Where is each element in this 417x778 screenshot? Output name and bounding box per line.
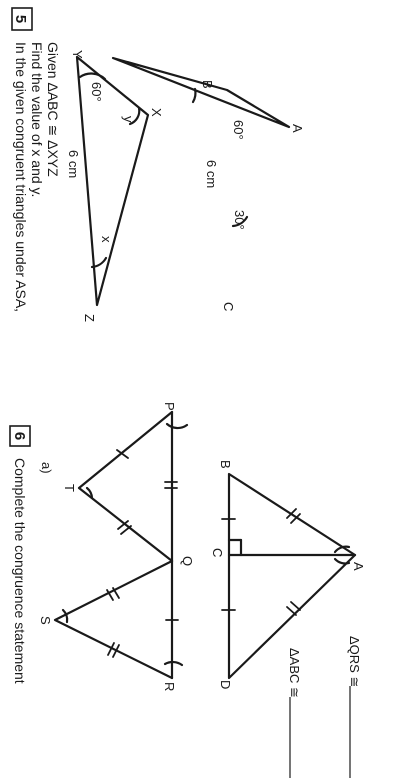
figure-b-angle-p [165, 422, 189, 430]
figure-b-tick-qs-2 [106, 589, 114, 601]
figure-a-tick-ad-1 [290, 601, 301, 611]
angle-x-variable: x [99, 236, 114, 243]
figure-b-vertex-p: P [162, 402, 177, 411]
triangle-xyz: Y X Z 60° y x 6 cm [66, 50, 164, 322]
figure-b-tick-sr-2 [112, 644, 120, 658]
problem-5-number-box [11, 7, 33, 31]
figure-a-vertex-c: C [210, 548, 225, 557]
figure-b-vertex-q: Q [180, 556, 195, 566]
figure-a-angle-arc-1 [333, 545, 351, 554]
angle-y-arc [78, 72, 107, 81]
figure-b-tick-tq-1 [117, 520, 129, 530]
problem-5-line-2: Find the value of x and y. [29, 42, 45, 197]
problem-6-heading: Complete the congruence statement [12, 458, 28, 684]
statement-b-text: ΔQRS ≅ [347, 636, 362, 687]
vertex-x-label: X [149, 108, 164, 117]
angle-b-value: 60° [231, 120, 246, 140]
side-yz-length: 6 cm [66, 150, 81, 178]
vertex-a-label: A [290, 124, 305, 133]
problem-5-number: 5 [12, 15, 29, 23]
vertex-b-label: B [200, 80, 215, 89]
angle-z-arc [90, 256, 108, 269]
figure-b-tick-pt [116, 449, 129, 459]
triangle-xyz-shape [75, 55, 150, 307]
figure-b-vertex-s: S [38, 616, 53, 625]
triangle-abc-shape [111, 56, 291, 129]
angle-y-value: 60° [89, 82, 104, 102]
figure-b-tick-qs-1 [112, 587, 120, 599]
figure-a-vertex-b: B [218, 460, 233, 469]
vertex-y-label: Y [70, 50, 85, 59]
figure-a: A B C D [210, 460, 366, 689]
figure-a-tick-ab-2 [290, 513, 301, 524]
figure-b-angle-r [163, 660, 184, 667]
figure-a-vertex-a: A [351, 562, 366, 571]
statement-a-text: ΔABC ≅ [287, 648, 302, 698]
angle-c-arc [231, 215, 249, 228]
problem-5-line-3: Given ΔABC ≅ ΔXYZ [45, 42, 61, 177]
problem-6-number: 6 [11, 432, 28, 440]
angle-b-arc [191, 87, 197, 104]
figure-b-angle-t [85, 486, 94, 500]
figure-b-angle-s [61, 608, 69, 624]
figure-b-tick-tq-2 [120, 525, 132, 535]
figure-a-tick-ad-2 [286, 606, 297, 616]
vertex-c-label: C [221, 302, 236, 311]
figure-a-vertex-d: D [218, 680, 233, 689]
triangle-abc: B A C 60° 30° 6 cm [111, 56, 305, 311]
figure-a-tick-ab-1 [286, 508, 297, 519]
problem-5-line-1: In the given congruent triangles under A… [13, 42, 29, 312]
part-a-label: a) [39, 462, 54, 474]
angle-y-variable: y [121, 116, 136, 123]
rotated-content: 5 In the given congruent triangles under… [9, 7, 366, 778]
figure-b-tick-sr-1 [107, 642, 115, 656]
angle-x-arc-at-x [128, 106, 141, 126]
side-bc-length: 6 cm [204, 160, 219, 188]
figure-a-angle-arc-2 [333, 557, 351, 565]
figure-b-triangle-rqs [53, 559, 174, 680]
figure-a-outer-triangle [227, 472, 357, 680]
figure-b-vertex-r: R [162, 682, 177, 691]
vertex-z-label: Z [82, 314, 97, 322]
figure-b-triangle-pqt [77, 410, 174, 563]
problem-6-number-box [9, 425, 31, 447]
figure-b-vertex-t: T [62, 484, 77, 492]
figure-b: P Q R S T [38, 402, 195, 691]
angle-c-value: 30° [232, 210, 247, 230]
